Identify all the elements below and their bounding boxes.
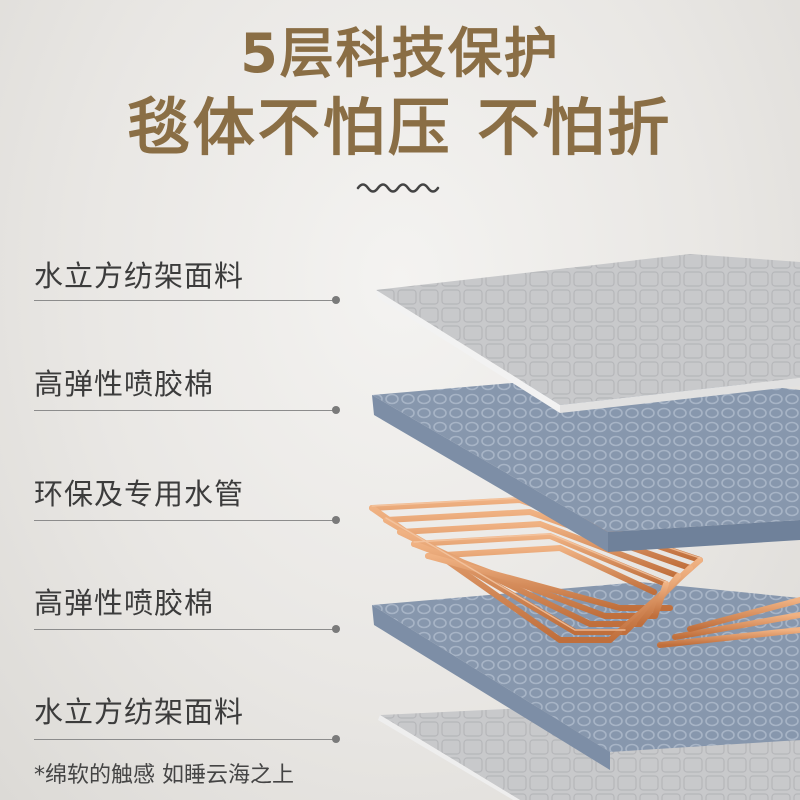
leader-dot (332, 516, 340, 524)
upper-cotton-layer (372, 372, 800, 552)
leader-dot (332, 735, 340, 743)
leader-dot (332, 406, 340, 414)
leader-line (34, 410, 334, 411)
layer-label-bottom-fabric: 水立方纺架面料 (34, 695, 245, 729)
headline-line-1: 5层科技保护 (240, 22, 560, 85)
leader-line (34, 520, 334, 521)
layer-label-lower-cotton: 高弹性喷胶棉 (34, 586, 215, 620)
wave-divider-icon (356, 183, 440, 193)
leader-line (34, 629, 334, 630)
leader-line (34, 300, 334, 301)
layer-label-upper-cotton: 高弹性喷胶棉 (34, 367, 215, 401)
lower-cotton-layer (372, 582, 800, 770)
layer-label-top-fabric: 水立方纺架面料 (34, 259, 245, 293)
top-fabric-layer (376, 254, 800, 413)
leader-dot (332, 296, 340, 304)
footnote: *绵软的触感 如睡云海之上 (34, 763, 294, 788)
water-pipe-layer (369, 496, 800, 648)
headline-line-2: 毯体不怕压 不怕折 (127, 91, 673, 164)
layer-label-water-pipe: 环保及专用水管 (34, 477, 245, 511)
leader-line (34, 739, 334, 740)
leader-dot (332, 625, 340, 633)
